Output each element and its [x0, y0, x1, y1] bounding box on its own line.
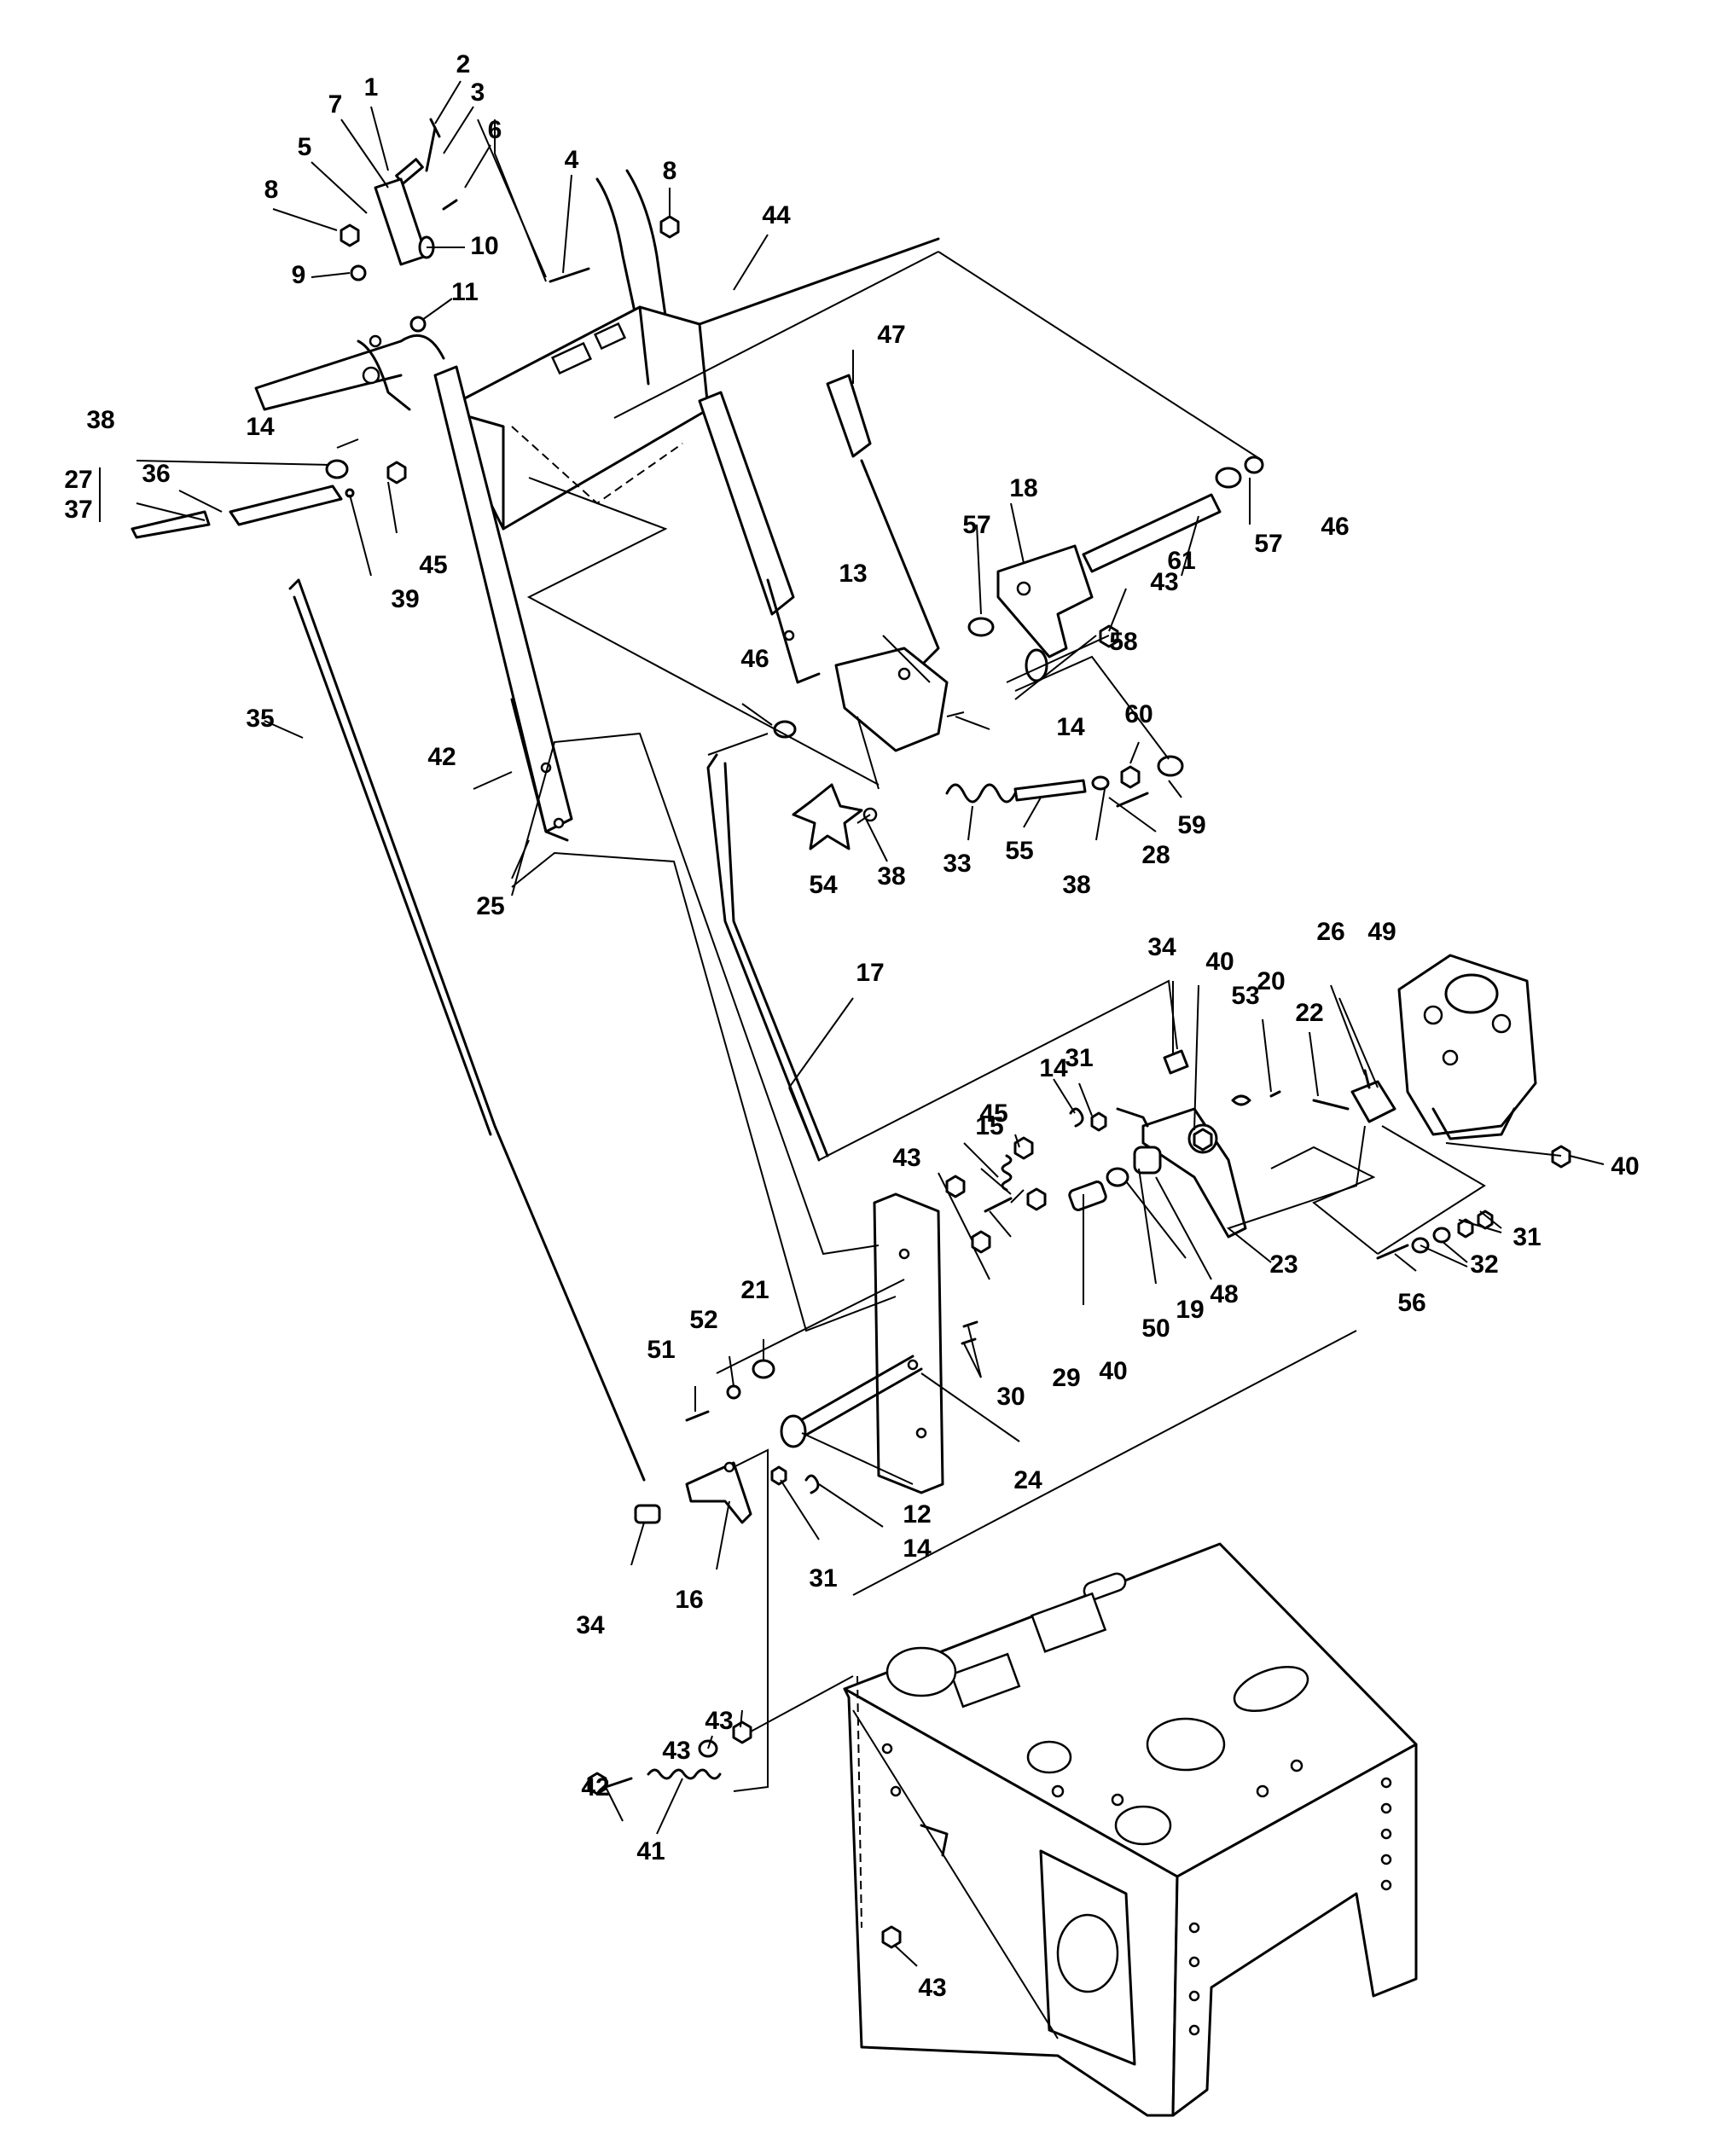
callout-51: 51 — [647, 1336, 675, 1364]
callout-42-a: 42 — [427, 743, 456, 771]
callout-20: 20 — [1257, 967, 1285, 995]
callout-28: 28 — [1141, 841, 1170, 869]
callout-34-a: 34 — [1147, 933, 1176, 961]
callout-43-d: 43 — [662, 1737, 690, 1765]
frame-chassis — [843, 1542, 1418, 2117]
callout-6: 6 — [488, 116, 502, 144]
callout-53: 53 — [1231, 982, 1259, 1010]
callout-36: 36 — [142, 460, 170, 488]
carburetor — [1397, 954, 1537, 1140]
callout-39: 39 — [391, 585, 419, 613]
callout-29: 29 — [1052, 1364, 1080, 1392]
callout-27: 27 — [64, 466, 92, 494]
callout-1: 1 — [364, 73, 379, 102]
rods-and-cables — [288, 578, 829, 1482]
callout-55: 55 — [1005, 837, 1033, 865]
callout-14-c: 14 — [1039, 1054, 1068, 1082]
shift-lever-assembly — [773, 374, 1264, 850]
callout-14-a: 14 — [246, 413, 275, 441]
callout-7: 7 — [328, 90, 343, 119]
callout-43-e: 43 — [918, 1974, 946, 2002]
callout-16: 16 — [675, 1586, 703, 1614]
callout-60: 60 — [1124, 700, 1152, 728]
callout-11: 11 — [451, 278, 479, 306]
callout-22: 22 — [1295, 999, 1323, 1027]
callout-38-a: 38 — [86, 406, 114, 434]
callout-50: 50 — [1141, 1314, 1170, 1343]
callout-25: 25 — [476, 892, 504, 920]
callout-57-a: 57 — [962, 511, 990, 539]
callout-52: 52 — [689, 1306, 717, 1334]
callout-2: 2 — [456, 50, 471, 78]
callout-4: 4 — [565, 146, 579, 174]
callout-43-b: 43 — [892, 1144, 920, 1172]
callout-17: 17 — [856, 959, 884, 987]
callout-47: 47 — [877, 321, 905, 349]
callout-24: 24 — [1013, 1466, 1042, 1494]
callout-23: 23 — [1269, 1250, 1298, 1279]
callout-46-a: 46 — [1321, 513, 1349, 541]
callout-48: 48 — [1210, 1280, 1238, 1308]
callout-46-b: 46 — [740, 645, 769, 673]
callout-38-c: 38 — [1062, 871, 1090, 899]
callout-38-b: 38 — [877, 862, 905, 891]
handle-console-assembly — [254, 169, 821, 842]
callout-14-b: 14 — [1056, 713, 1085, 741]
callout-35: 35 — [246, 705, 274, 733]
callout-15: 15 — [975, 1112, 1003, 1140]
callout-59: 59 — [1177, 811, 1205, 839]
callout-31-c: 31 — [809, 1564, 837, 1593]
callout-8-right: 8 — [663, 157, 677, 185]
callout-40-a: 40 — [1205, 948, 1234, 976]
callout-44: 44 — [762, 201, 791, 229]
callout-49: 49 — [1367, 918, 1396, 946]
callout-43-a: 43 — [1150, 568, 1178, 596]
callout-12: 12 — [903, 1500, 931, 1529]
callout-54: 54 — [809, 871, 838, 899]
callout-31-a: 31 — [1065, 1044, 1093, 1072]
callout-42-b: 42 — [581, 1773, 609, 1801]
callout-5: 5 — [298, 133, 312, 161]
callout-58: 58 — [1109, 628, 1137, 656]
callout-3: 3 — [471, 78, 485, 107]
callout-30: 30 — [996, 1383, 1025, 1411]
callout-37: 37 — [64, 496, 92, 524]
callout-33: 33 — [943, 850, 971, 878]
callout-40-c: 40 — [1611, 1152, 1639, 1181]
callout-40-b: 40 — [1099, 1357, 1127, 1385]
callout-45-b: 45 — [979, 1099, 1007, 1128]
callout-8-left: 8 — [264, 176, 279, 204]
leader-lines — [136, 80, 1605, 2039]
lower-spring-parts — [587, 1720, 902, 1949]
callout-31-b: 31 — [1512, 1223, 1541, 1251]
callout-21: 21 — [740, 1276, 769, 1304]
callout-10: 10 — [470, 232, 498, 260]
callout-26: 26 — [1316, 918, 1344, 946]
callout-43-c: 43 — [705, 1707, 733, 1735]
callout-61: 61 — [1167, 547, 1195, 575]
callout-32: 32 — [1470, 1250, 1498, 1279]
callout-34-b: 34 — [576, 1611, 605, 1639]
callout-14-d: 14 — [903, 1535, 932, 1563]
callout-9: 9 — [292, 261, 306, 289]
callout-57-b: 57 — [1254, 530, 1282, 558]
upper-control-parts — [131, 118, 940, 539]
callout-19: 19 — [1176, 1296, 1204, 1324]
callout-45-a: 45 — [419, 551, 447, 579]
callout-41: 41 — [636, 1837, 665, 1865]
callout-18: 18 — [1009, 474, 1037, 502]
callout-13: 13 — [839, 560, 867, 588]
callout-labels: 1 2 3 4 5 6 7 8 8 9 10 11 12 13 14 14 14… — [64, 50, 1639, 2002]
callout-56: 56 — [1397, 1289, 1425, 1317]
